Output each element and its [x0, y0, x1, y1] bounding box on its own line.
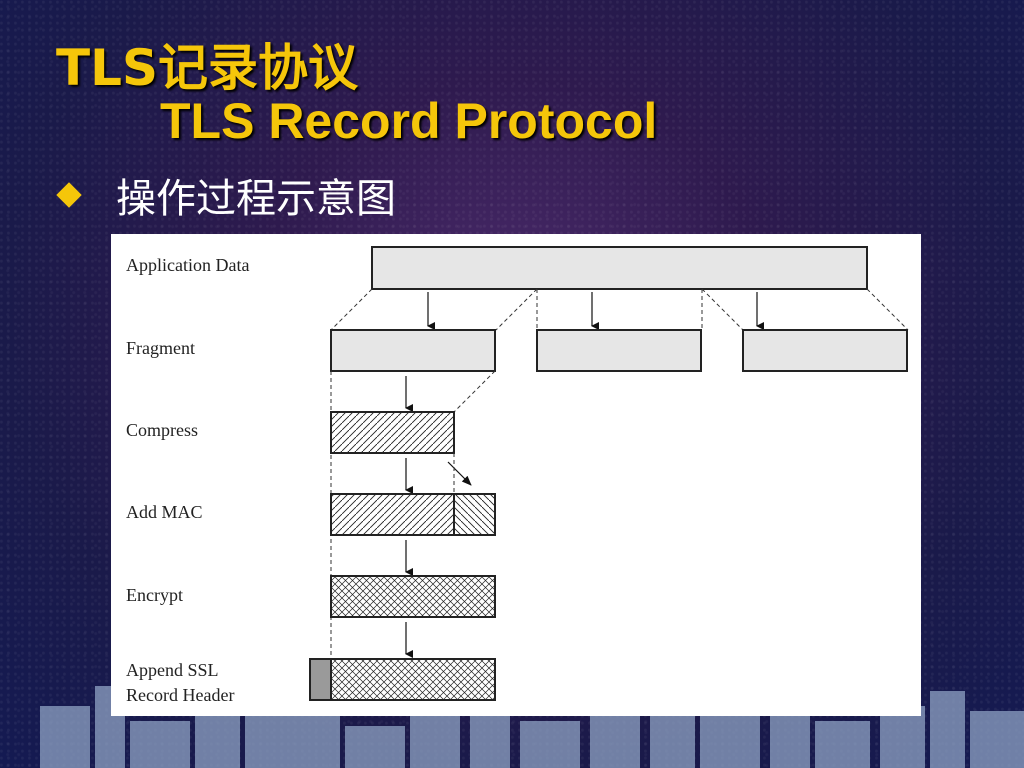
- fragment-arrows: [427, 292, 764, 330]
- bullet-text: 操作过程示意图: [116, 176, 396, 222]
- mac-data-block: [330, 493, 455, 536]
- step-label-application-data: Application Data: [126, 255, 250, 275]
- slide-title-english: TLS Record Protocol: [160, 93, 658, 149]
- encrypted-payload-block: [330, 658, 496, 701]
- city-skyline-decoration: [40, 686, 1024, 768]
- mac-block: [453, 493, 496, 536]
- fragment-block-2: [536, 329, 702, 372]
- step-label-encrypt: Encrypt: [126, 585, 183, 605]
- tls-record-diagram: Application Data Fragment Compress Add M…: [111, 234, 921, 716]
- compress-block: [330, 411, 455, 454]
- slide-title-chinese: TLS记录协议: [56, 39, 358, 97]
- fragment-guide-lines: [330, 288, 909, 331]
- step-label-compress: Compress: [126, 420, 198, 440]
- encrypt-block: [330, 575, 496, 618]
- diagram-graphics: [309, 246, 909, 701]
- fragment-block-3: [742, 329, 908, 372]
- step-label-add-mac: Add MAC: [126, 502, 203, 522]
- application-data-block: [371, 246, 868, 290]
- fragment-block-1: [330, 329, 496, 372]
- step-label-append-header: Append SSL Record Header: [126, 660, 235, 705]
- record-header-block: [309, 658, 332, 701]
- step-label-fragment: Fragment: [126, 338, 195, 358]
